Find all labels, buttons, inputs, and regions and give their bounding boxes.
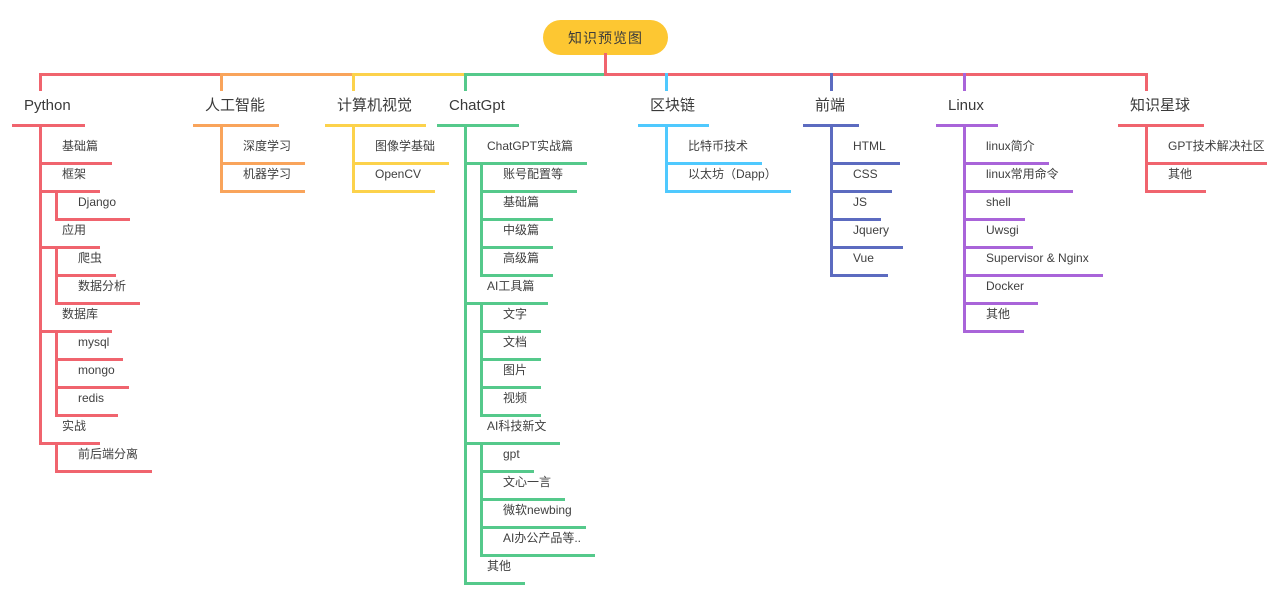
node-label[interactable]: ChatGPT实战篇 <box>465 138 588 165</box>
connector-line <box>1144 73 1148 91</box>
branch-title[interactable]: Python <box>12 96 85 127</box>
connector-line <box>463 73 467 91</box>
connector-line <box>221 73 353 76</box>
node-label[interactable]: 视频 <box>481 390 542 417</box>
connector-line <box>962 124 966 333</box>
node-label[interactable]: 爬虫 <box>56 250 117 277</box>
node-label[interactable]: 数据分析 <box>56 278 141 305</box>
node-label[interactable]: 前后端分离 <box>56 446 153 473</box>
connector-line <box>829 73 833 91</box>
connector-line <box>54 330 58 417</box>
node-label[interactable]: 基础篇 <box>40 138 113 165</box>
node-label[interactable]: 以太坊（Dapp） <box>666 166 791 193</box>
branch-title[interactable]: 前端 <box>803 96 860 127</box>
connector-line <box>465 73 606 76</box>
node-label[interactable]: 其他 <box>465 558 526 585</box>
connector-line <box>1144 124 1148 193</box>
node-label[interactable]: AI办公产品等.. <box>481 530 596 557</box>
node-label[interactable]: 高级篇 <box>481 250 554 277</box>
node-label[interactable]: 其他 <box>1146 166 1207 193</box>
node-label[interactable]: Django <box>56 194 131 221</box>
connector-line <box>219 73 223 91</box>
node-label[interactable]: 深度学习 <box>221 138 306 165</box>
node-label[interactable]: 其他 <box>964 306 1025 333</box>
branch-title[interactable]: 知识星球 <box>1118 96 1205 127</box>
node-label[interactable]: AI工具篇 <box>465 278 549 305</box>
node-label[interactable]: CSS <box>831 166 892 193</box>
node-label[interactable]: 微软newbing <box>481 502 586 529</box>
node-label[interactable]: GPT技术解决社区 <box>1146 138 1267 165</box>
node-label[interactable]: 机器学习 <box>221 166 306 193</box>
node-label[interactable]: 文档 <box>481 334 542 361</box>
node-label[interactable]: gpt <box>481 446 534 473</box>
connector-line <box>962 73 966 91</box>
node-label[interactable]: 应用 <box>40 222 101 249</box>
root-node[interactable]: 知识预览图 <box>543 20 668 55</box>
node-label[interactable]: Supervisor & Nginx <box>964 250 1103 277</box>
connector-line <box>219 124 223 193</box>
connector-line <box>604 73 1148 76</box>
node-label[interactable]: 图像学基础 <box>353 138 450 165</box>
branch-title[interactable]: 区块链 <box>638 96 710 127</box>
node-label[interactable]: 数据库 <box>40 306 113 333</box>
node-label[interactable]: shell <box>964 194 1025 221</box>
connector-line <box>664 124 668 193</box>
connector-line <box>38 124 42 445</box>
node-label[interactable]: 框架 <box>40 166 101 193</box>
connector-line <box>351 73 355 91</box>
root-node-label: 知识预览图 <box>568 29 643 46</box>
node-label[interactable]: mongo <box>56 362 129 389</box>
node-label[interactable]: 账号配置等 <box>481 166 578 193</box>
connector-line <box>463 124 467 585</box>
node-label[interactable]: 中级篇 <box>481 222 554 249</box>
node-label[interactable]: 实战 <box>40 418 101 445</box>
connector-line <box>38 73 42 91</box>
connector-line <box>829 124 833 277</box>
branch-title[interactable]: 人工智能 <box>193 96 280 127</box>
node-label[interactable]: 图片 <box>481 362 542 389</box>
node-label[interactable]: Uwsgi <box>964 222 1033 249</box>
node-label[interactable]: OpenCV <box>353 166 436 193</box>
connector-line <box>664 73 668 91</box>
node-label[interactable]: Vue <box>831 250 888 277</box>
connector-line <box>353 73 465 76</box>
branch-title[interactable]: ChatGpt <box>437 96 519 127</box>
node-label[interactable]: 文字 <box>481 306 542 333</box>
node-label[interactable]: Jquery <box>831 222 904 249</box>
connector-line <box>40 73 221 76</box>
node-label[interactable]: HTML <box>831 138 900 165</box>
node-label[interactable]: redis <box>56 390 119 417</box>
connector-line <box>351 124 355 193</box>
node-label[interactable]: mysql <box>56 334 124 361</box>
node-label[interactable]: 比特币技术 <box>666 138 763 165</box>
connector-line <box>603 53 607 76</box>
node-label[interactable]: linux常用命令 <box>964 166 1073 193</box>
node-label[interactable]: linux简介 <box>964 138 1049 165</box>
branch-title[interactable]: 计算机视觉 <box>325 96 427 127</box>
connector-line <box>54 190 58 221</box>
node-label[interactable]: 基础篇 <box>481 194 554 221</box>
node-label[interactable]: AI科技新文 <box>465 418 561 445</box>
node-label[interactable]: Docker <box>964 278 1039 305</box>
connector-line <box>54 442 58 473</box>
node-label[interactable]: 文心一言 <box>481 474 566 501</box>
node-label[interactable]: JS <box>831 194 882 221</box>
branch-title[interactable]: Linux <box>936 96 998 127</box>
